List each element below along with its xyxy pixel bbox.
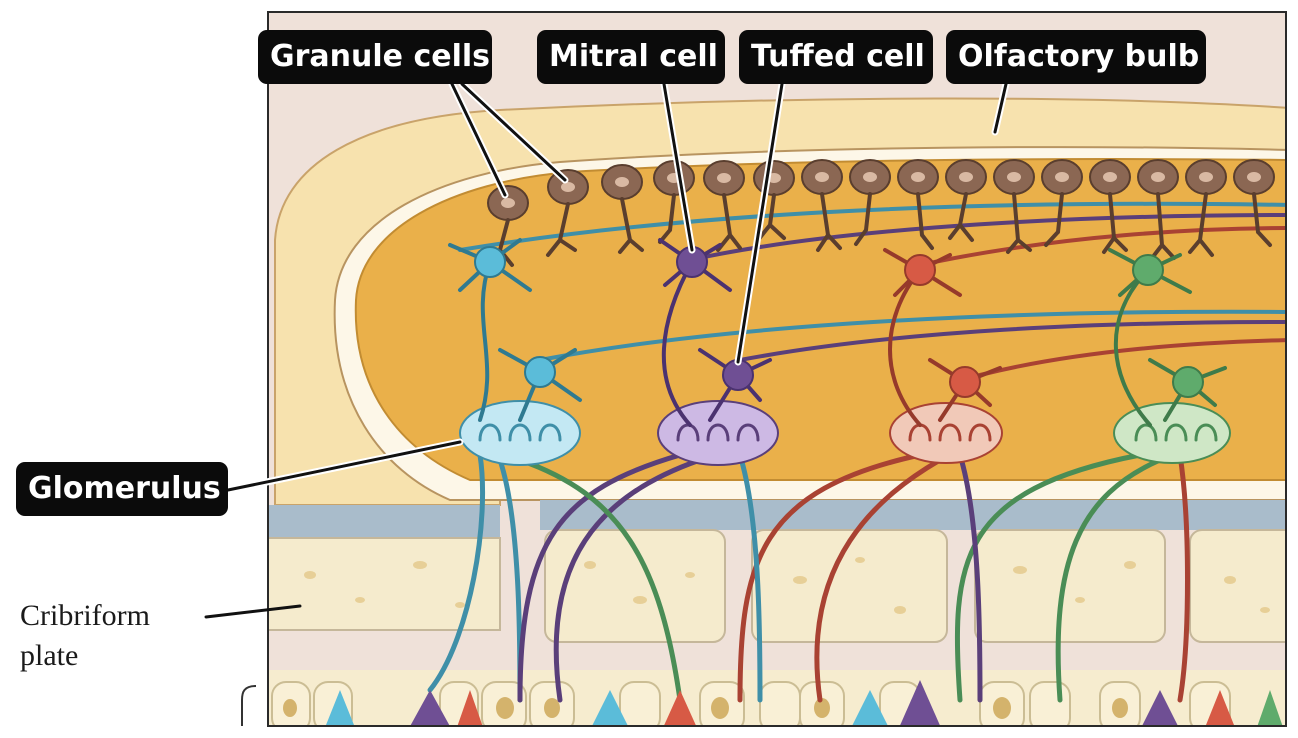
lateral-tracts	[458, 201, 1286, 377]
receptor-neurons	[325, 680, 1283, 726]
cribriform-bone	[268, 529, 1286, 643]
mitral-cell-label: Mitral cell	[537, 30, 725, 84]
cribriform-label-line1: Cribriform	[20, 599, 150, 632]
membrane-left	[268, 505, 500, 540]
olfactory-bulb-label: Olfactory bulb	[946, 30, 1206, 84]
cribriform-plate-label: Cribriform plate	[20, 596, 150, 676]
epithelial-nuclei	[283, 697, 1128, 719]
membrane-band	[540, 500, 1286, 530]
glomeruli	[459, 400, 1231, 466]
olfactory-axons	[427, 452, 1190, 703]
diagram-frame	[267, 11, 1287, 727]
glomerulus-label: Glomerulus	[16, 462, 228, 516]
tufted-cell-label: Tuffed cell	[739, 30, 933, 84]
epithelium-bracket	[241, 685, 257, 726]
cribriform-label-line2: plate	[20, 639, 79, 672]
projection-neurons	[448, 238, 1227, 427]
leader-lines	[204, 82, 1008, 619]
granule-cell-row	[486, 159, 1275, 267]
granule-cells-label: Granule cells	[258, 30, 492, 84]
